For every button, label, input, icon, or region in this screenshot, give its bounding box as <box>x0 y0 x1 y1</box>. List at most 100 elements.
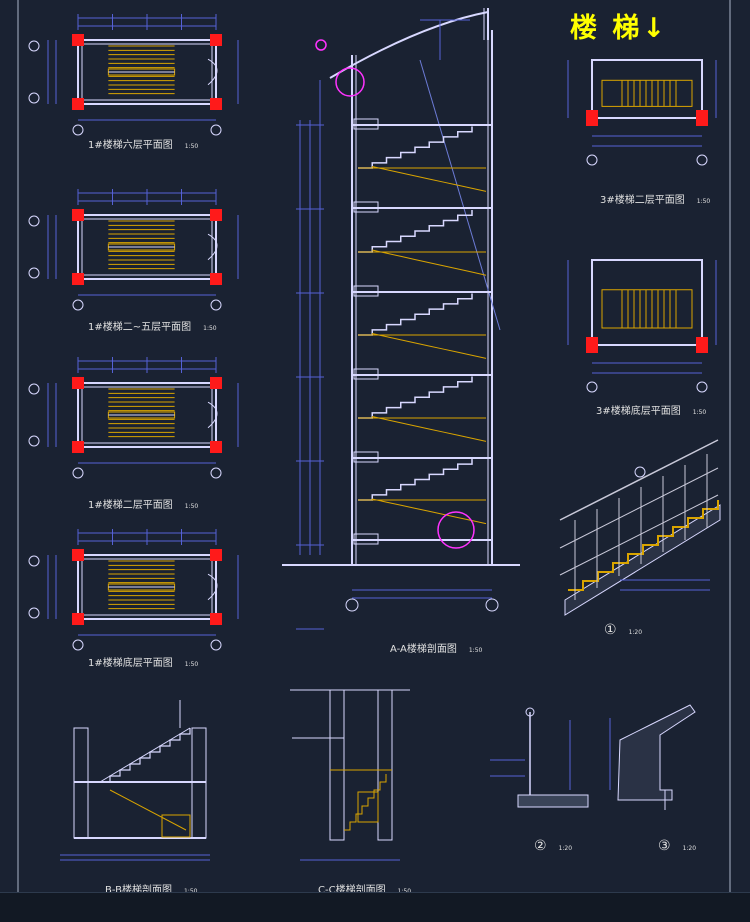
plan-wall-inner <box>81 43 213 101</box>
roof-canopy <box>329 11 489 79</box>
grid-bubble <box>210 124 222 136</box>
stair-flight <box>358 126 473 169</box>
structural-column <box>586 110 598 126</box>
structural-column <box>210 273 222 285</box>
structural-column <box>696 110 708 126</box>
structural-column <box>72 209 84 221</box>
structural-column <box>696 337 708 353</box>
grid-bubble <box>28 92 40 104</box>
handrail-section <box>525 707 535 717</box>
grid-bubble <box>345 598 359 612</box>
grid-bubble <box>210 639 222 651</box>
section-wall <box>329 689 345 841</box>
grid-bubble <box>586 381 598 393</box>
structural-column <box>72 441 84 453</box>
stair-flight <box>358 376 473 419</box>
grid-bubble <box>72 467 84 479</box>
handrail-bot <box>559 494 719 576</box>
stair-stringer <box>564 504 721 616</box>
landing <box>161 814 191 838</box>
plan-wall <box>591 259 703 346</box>
structural-column <box>210 98 222 110</box>
structural-column <box>210 34 222 46</box>
edge-detail <box>617 704 696 801</box>
structural-column <box>72 377 84 389</box>
structural-column <box>72 98 84 110</box>
plan-wall <box>77 39 217 105</box>
landing-beam <box>353 368 379 380</box>
sheet-title: 楼 梯↓ <box>570 13 669 44</box>
structural-column <box>210 441 222 453</box>
stair-flight-hidden <box>371 498 487 525</box>
grid-bubble <box>210 467 222 479</box>
stair-soffit <box>99 727 191 783</box>
structural-column <box>586 337 598 353</box>
door-swing <box>207 58 218 86</box>
stair-flight <box>358 210 473 253</box>
structural-column <box>210 613 222 625</box>
stair-outline <box>601 79 693 107</box>
landing-beam <box>353 201 379 213</box>
bottom-bar <box>0 892 750 922</box>
plan-wall-inner <box>81 558 213 616</box>
slope-line <box>419 59 501 331</box>
section-caption: B-B楼梯剖面图1:50 <box>105 885 197 896</box>
stair-flight-hidden <box>371 333 487 359</box>
stair-treads <box>568 500 719 591</box>
detail-ref <box>634 466 646 478</box>
stair-outline <box>601 289 693 329</box>
detail-callout <box>335 67 365 97</box>
plan-wall <box>591 59 703 119</box>
stair-flight-hidden <box>371 416 487 442</box>
stair-flight-hidden <box>109 789 187 831</box>
structural-column <box>210 377 222 389</box>
handrail-top <box>559 439 719 521</box>
grid-bubble <box>586 154 598 166</box>
stair-flight <box>344 774 387 831</box>
grid-bubble <box>28 555 40 567</box>
grid-bubble <box>72 124 84 136</box>
grid-bubble <box>696 154 708 166</box>
structural-column <box>72 549 84 561</box>
structural-column <box>72 273 84 285</box>
landing <box>357 791 379 823</box>
stair-flight <box>358 293 473 336</box>
structural-column <box>72 613 84 625</box>
door-swing <box>207 233 218 261</box>
grid-bubble <box>485 598 499 612</box>
grid-bubble <box>210 299 222 311</box>
grid-bubble <box>28 435 40 447</box>
grid-bubble <box>72 639 84 651</box>
structural-column <box>210 549 222 561</box>
detail-callout <box>315 39 327 51</box>
door-swing <box>207 573 218 601</box>
grid-bubble <box>28 383 40 395</box>
detail-callout <box>437 511 475 549</box>
stair-flight <box>358 459 473 501</box>
grid-bubble <box>72 299 84 311</box>
plan-wall-inner <box>81 218 213 276</box>
landing-beam <box>353 285 379 297</box>
stair-flight <box>100 728 191 783</box>
section-wall <box>377 689 393 841</box>
handrail-mid <box>559 467 719 549</box>
plan-wall <box>77 382 217 448</box>
grid-bubble <box>28 40 40 52</box>
landing-beam <box>353 533 379 545</box>
grid-bubble <box>696 381 708 393</box>
landing-beam <box>353 118 379 130</box>
stair-flight-hidden <box>371 249 487 276</box>
grid-bubble <box>28 215 40 227</box>
plan-wall <box>77 214 217 280</box>
stair-flight-hidden <box>371 166 487 192</box>
